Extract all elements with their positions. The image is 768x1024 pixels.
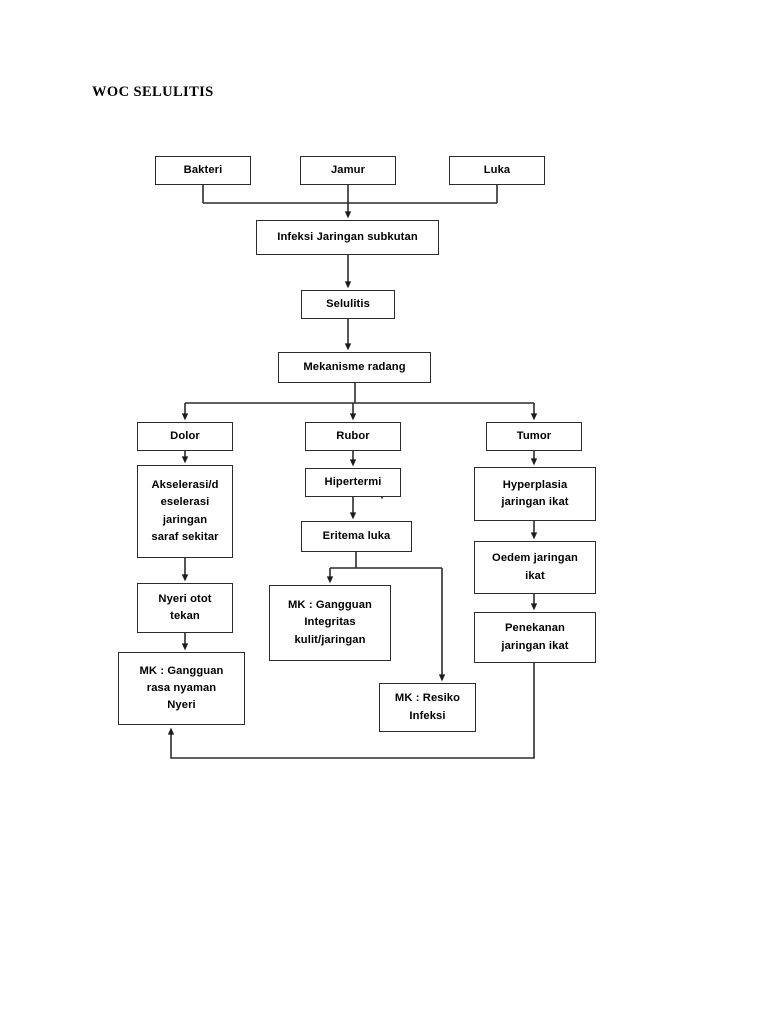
node-label-line-1: Hyperplasia [502,478,568,491]
node-label: Tumor [516,429,552,442]
node-label-line-2: Integritas [304,616,356,629]
node-eritema-luka[interactable]: Eritema luka [301,521,412,552]
node-label-line-2: ikat [525,569,545,582]
node-dolor[interactable]: Dolor [137,422,233,451]
node-label: Bakteri [183,163,223,176]
node-label-line-2: rasa nyaman [146,681,217,694]
node-penekanan-jaringan-ikat[interactable]: Penekanan jaringan ikat [474,612,596,663]
node-label-line-2: jaringan ikat [501,496,569,508]
node-label: Luka [483,163,511,176]
node-hyperplasia-jaringan-ikat[interactable]: Hyperplasia jaringan ikat [474,467,596,521]
node-label-line-4: saraf sekitar [151,530,219,543]
node-label: Mekanisme radang [303,360,406,373]
node-luka[interactable]: Luka [449,156,545,185]
page-title: WOC SELULITIS [92,84,214,100]
node-mk-resiko-infeksi[interactable]: MK : Resiko Infeksi [379,683,476,732]
node-hipertermi[interactable]: Hipertermi [305,468,401,497]
node-label: Rubor [336,429,370,442]
node-label-line-1: MK : Gangguan [139,664,224,677]
node-label-line-1: Nyeri otot [158,592,212,605]
node-mekanisme-radang[interactable]: Mekanisme radang [278,352,431,383]
node-label-line-2: jaringan ikat [501,639,569,652]
node-label: Eritema luka [322,529,391,542]
node-akselerasi-deselerasi-jaringan-saraf-sekitar[interactable]: Akselerasi/d eselerasi jaringan saraf se… [137,465,233,558]
node-infeksi-jaringan-subkutan[interactable]: Infeksi Jaringan subkutan [256,220,439,255]
node-label-line-3: kulit/jaringan [294,633,366,646]
node-label-line-2: Infeksi [409,709,446,722]
node-rubor[interactable]: Rubor [305,422,401,451]
node-tumor[interactable]: Tumor [486,422,582,451]
node-label-line-1: MK : Gangguan [288,599,372,612]
node-label-line-3: Nyeri [167,699,196,711]
node-label-line-1: Akselerasi/d [151,479,219,492]
node-label-line-3: jaringan [162,513,208,526]
node-mk-gangguan-rasa-nyaman-nyeri[interactable]: MK : Gangguan rasa nyaman Nyeri [118,652,245,725]
node-label: Selulitis [326,297,370,310]
node-label: Dolor [170,429,200,442]
node-label-line-1: Penekanan [505,622,565,635]
node-mk-gangguan-integritas-kulit-jaringan[interactable]: MK : Gangguan Integritas kulit/jaringan [269,585,391,661]
node-label: Hipertermi [324,475,382,488]
node-label: Jamur [330,163,366,176]
node-nyeri-otot-tekan[interactable]: Nyeri otot tekan [137,583,233,633]
node-label-line-2: tekan [170,610,200,622]
node-label-line-1: Oedem jaringan [492,552,578,565]
node-oedem-jaringan-ikat[interactable]: Oedem jaringan ikat [474,541,596,594]
node-label: Infeksi Jaringan subkutan [277,230,418,243]
node-label-line-1: MK : Resiko [394,692,461,705]
node-label-line-2: eselerasi [160,496,210,509]
node-bakteri[interactable]: Bakteri [155,156,251,185]
node-selulitis[interactable]: Selulitis [301,290,395,319]
node-jamur[interactable]: Jamur [300,156,396,185]
